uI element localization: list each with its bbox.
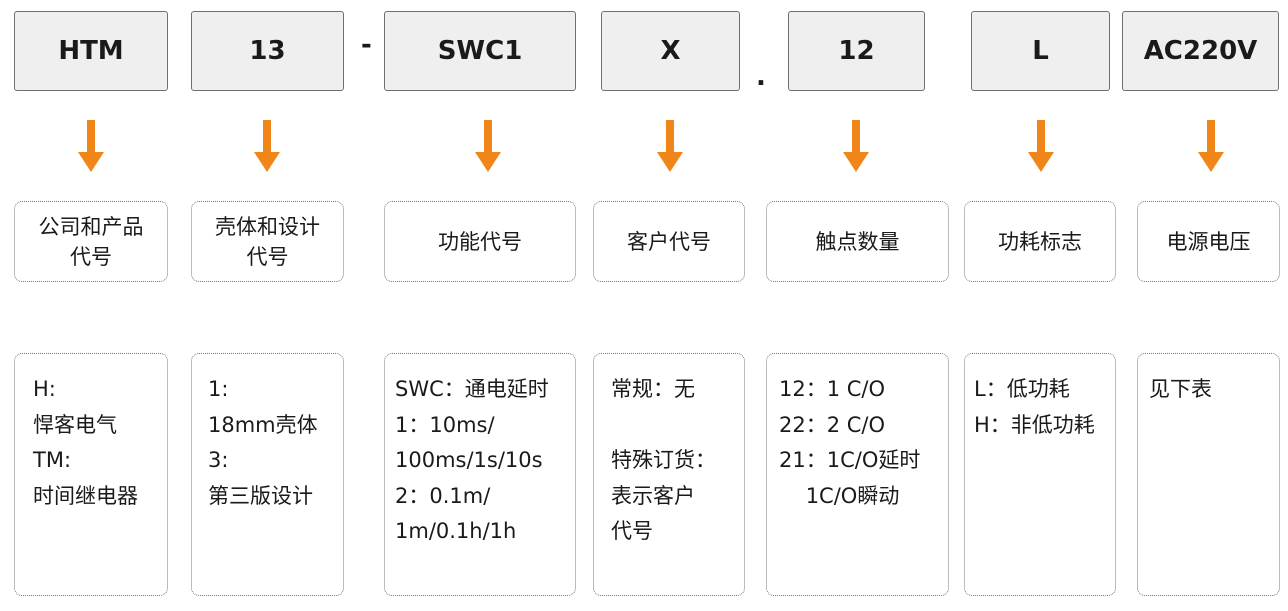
code-text: 13	[249, 36, 286, 66]
separator-dash: -	[361, 30, 372, 60]
label-line: 功耗标志	[998, 229, 1082, 254]
description-line: 22：2 C/O	[779, 412, 886, 437]
code-text: 12	[838, 36, 875, 66]
description-line: 21：1C/O延时	[779, 448, 921, 472]
description-line: 特殊订货：	[611, 448, 716, 472]
code-box-3: SWC1	[384, 11, 576, 91]
description-box-4: 常规：无 特殊订货： 表示客户 代号	[593, 353, 745, 596]
description-box-7: 见下表	[1137, 353, 1280, 596]
code-box-2: 13	[191, 11, 344, 91]
label-line: 代号	[70, 244, 112, 269]
description-line: H:	[33, 377, 56, 401]
description-line: 常规：无	[611, 377, 695, 401]
code-text: SWC1	[437, 36, 523, 66]
description-line: 表示客户	[611, 483, 695, 508]
description-line	[611, 408, 744, 444]
label-box-7: 电源电压	[1137, 201, 1280, 282]
label-line: 客户代号	[627, 229, 711, 254]
description-line: 100ms/1s/10s	[395, 448, 543, 472]
description-box-5: 12：1 C/O 22：2 C/O 21：1C/O延时 1C/O瞬动	[766, 353, 949, 596]
code-box-4: X	[601, 11, 740, 91]
description-line: 2：0.1m/	[395, 483, 491, 508]
description-line: 12：1 C/O	[779, 377, 886, 401]
code-text: HTM	[58, 36, 124, 66]
description-box-2: 1: 18mm壳体 3: 第三版设计	[191, 353, 344, 596]
code-box-1: HTM	[14, 11, 168, 91]
description-line: 1：10ms/	[395, 412, 495, 437]
label-box-3: 功能代号	[384, 201, 576, 282]
separator-dot: .	[756, 62, 766, 92]
label-line: 电源电压	[1166, 229, 1251, 254]
down-arrow-icon	[1028, 120, 1054, 172]
description-box-6: L：低功耗 H：非低功耗	[964, 353, 1116, 596]
label-box-1: 公司和产品代号	[14, 201, 168, 282]
down-arrow-icon	[254, 120, 280, 172]
description-line: 悍客电气	[33, 412, 117, 437]
label-box-6: 功耗标志	[964, 201, 1116, 282]
description-box-3: SWC：通电延时 1：10ms/ 100ms/1s/10s 2：0.1m/ 1m…	[384, 353, 576, 596]
code-text: L	[1032, 36, 1049, 66]
description-line: 1C/O瞬动	[779, 483, 900, 508]
label-box-4: 客户代号	[593, 201, 745, 282]
down-arrow-icon	[475, 120, 501, 172]
description-line: 时间继电器	[33, 483, 138, 508]
description-line: 见下表	[1149, 377, 1212, 401]
code-text: AC220V	[1143, 36, 1258, 66]
code-box-6: L	[971, 11, 1110, 91]
label-line: 功能代号	[438, 229, 522, 254]
description-line: TM:	[33, 448, 72, 472]
down-arrow-icon	[78, 120, 104, 172]
label-box-5: 触点数量	[766, 201, 949, 282]
code-box-7: AC220V	[1122, 11, 1279, 91]
description-line: 第三版设计	[208, 483, 313, 508]
description-line: 18mm壳体	[208, 412, 318, 437]
down-arrow-icon	[1198, 120, 1224, 172]
code-text: X	[660, 36, 681, 66]
down-arrow-icon	[657, 120, 683, 172]
description-line: SWC：通电延时	[395, 377, 549, 401]
label-line: 触点数量	[815, 229, 900, 254]
description-line: 3:	[208, 448, 229, 472]
down-arrow-icon	[843, 120, 869, 172]
description-line: 代号	[611, 519, 653, 543]
description-box-1: H: 悍客电气 TM: 时间继电器	[14, 353, 168, 596]
description-line: L：低功耗	[974, 377, 1070, 401]
label-line: 公司和产品	[38, 214, 144, 239]
label-box-2: 壳体和设计代号	[191, 201, 344, 282]
label-line: 壳体和设计	[215, 214, 320, 239]
description-line: 1:	[208, 377, 229, 401]
code-box-5: 12	[788, 11, 925, 91]
description-line: H：非低功耗	[974, 412, 1095, 437]
label-line: 代号	[246, 244, 289, 269]
description-line: 1m/0.1h/1h	[395, 519, 517, 543]
